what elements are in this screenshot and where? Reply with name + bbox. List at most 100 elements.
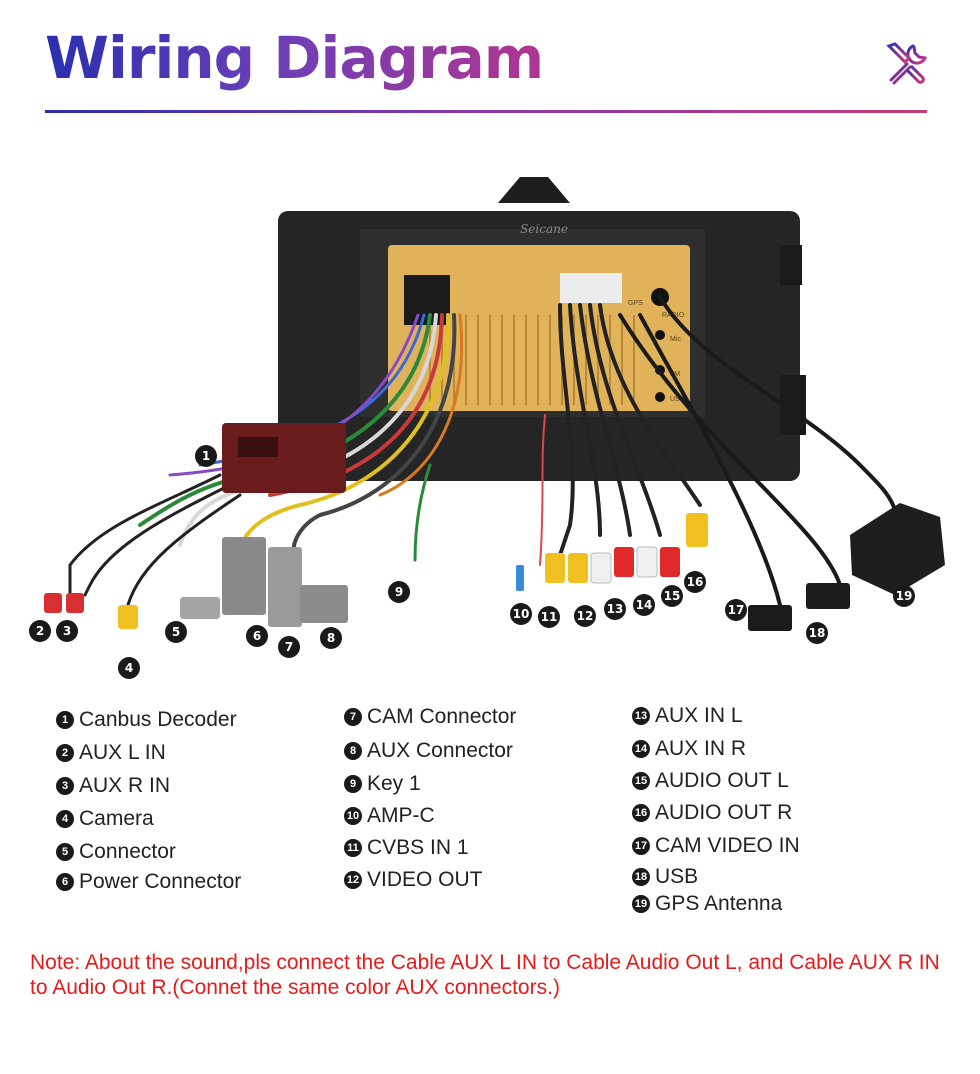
head-unit: Seicane GPS RADIO Mic FM USB: [278, 177, 806, 481]
brand-label: Seicane: [520, 222, 568, 236]
svg-text:13: 13: [607, 602, 624, 616]
legend-label: AUX IN R: [655, 736, 747, 760]
callout-4: 4: [118, 657, 140, 679]
svg-text:18: 18: [809, 626, 826, 640]
svg-text:4: 4: [125, 661, 133, 675]
legend-number: 18: [632, 868, 650, 886]
svg-text:5: 5: [172, 625, 180, 639]
callout-12: 12: [574, 605, 596, 627]
port-label-usb: USB: [670, 396, 685, 403]
legend-label: AMP-C: [367, 804, 435, 827]
svg-text:2: 2: [36, 624, 44, 638]
legend-item: 12 VIDEO OUT: [344, 864, 516, 896]
legend-number: 9: [344, 775, 362, 793]
svg-text:15: 15: [664, 589, 681, 603]
svg-text:11: 11: [541, 610, 558, 624]
legend-item: 5 Connector: [56, 835, 241, 868]
legend-item: 16 AUDIO OUT R: [632, 797, 800, 829]
svg-text:10: 10: [513, 607, 530, 621]
callout-17: 17: [725, 599, 747, 621]
legend-label: CAM VIDEO IN: [655, 833, 800, 857]
svg-text:3: 3: [63, 624, 71, 638]
legend-item: 7 CAM Connector: [344, 700, 516, 734]
svg-text:12: 12: [577, 609, 594, 623]
callout-15: 15: [661, 585, 683, 607]
callout-16: 16: [684, 571, 706, 593]
legend-number: 8: [344, 742, 362, 760]
legend-label: AUX R IN: [79, 773, 171, 797]
callout-10: 10: [510, 603, 532, 625]
callout-18: 18: [806, 622, 828, 644]
legend-item: 13 AUX IN L: [632, 699, 800, 732]
legend-number: 6: [56, 873, 74, 891]
legend-label: VIDEO OUT: [367, 868, 483, 891]
svg-text:16: 16: [687, 575, 704, 589]
callout-2: 2: [29, 620, 51, 642]
legend-label: USB: [655, 865, 699, 888]
legend-label: AUX L IN: [79, 740, 166, 764]
legend-item: 10 AMP-C: [344, 800, 516, 832]
svg-text:6: 6: [253, 629, 261, 643]
legend-item: 17 CAM VIDEO IN: [632, 829, 800, 862]
callout-11: 11: [538, 606, 560, 628]
rca-connectors: [516, 513, 708, 591]
callout-3: 3: [56, 620, 78, 642]
legend-item: 1 Canbus Decoder: [56, 703, 241, 736]
svg-text:8: 8: [327, 631, 335, 645]
legend-number: 4: [56, 809, 74, 828]
legend-number: 17: [632, 836, 650, 855]
legend-item: 9 Key 1: [344, 768, 516, 800]
callout-1: 1: [195, 445, 217, 467]
wiring-diagram: Seicane GPS RADIO Mic FM USB: [29, 177, 945, 679]
svg-text:17: 17: [728, 603, 745, 617]
legend-label: Power Connector: [79, 870, 242, 893]
callout-13: 13: [604, 598, 626, 620]
port-label-fm: FM: [670, 371, 680, 378]
legend-label: Connector: [79, 839, 176, 863]
legend-column-1: 1 Canbus Decoder 2 AUX L IN 3 AUX R IN 4 Cam…: [56, 703, 241, 896]
legend-item: 3 AUX R IN: [56, 769, 241, 802]
legend-label: Key 1: [367, 772, 421, 795]
legend-number: 11: [344, 839, 362, 857]
left-connectors: [44, 537, 348, 629]
legend-number: 1: [56, 710, 74, 729]
callout-6: 6: [246, 625, 268, 647]
legend-number: 19: [632, 895, 650, 913]
legend-column-2: 7 CAM Connector 8 AUX Connector 9 Key 1 10 A…: [344, 700, 516, 896]
callout-8: 8: [320, 627, 342, 649]
legend-number: 10: [344, 807, 362, 825]
wrench-screwdriver-icon: [886, 42, 928, 85]
legend-label: Canbus Decoder: [79, 707, 237, 731]
legend-item: 4 Camera: [56, 802, 241, 835]
legend-number: 14: [632, 739, 650, 758]
legend-item: 19 GPS Antenna: [632, 892, 800, 916]
page-title: Wiring Diagram: [45, 18, 544, 98]
legend-number: 3: [56, 776, 74, 795]
legend-label: GPS Antenna: [655, 892, 783, 915]
legend-number: 16: [632, 804, 650, 822]
legend-label: CVBS IN 1: [367, 836, 469, 859]
legend-item: 8 AUX Connector: [344, 734, 516, 768]
legend-number: 12: [344, 871, 362, 889]
legend-number: 7: [344, 708, 362, 726]
legend-item: 18 USB: [632, 862, 800, 892]
svg-text:1: 1: [202, 449, 210, 463]
legend-number: 2: [56, 743, 74, 762]
callout-19: 19: [893, 585, 915, 607]
legend-label: AUDIO OUT R: [655, 801, 793, 824]
legend-number: 5: [56, 842, 74, 861]
legend-number: 15: [632, 772, 650, 790]
note-text: Note: About the sound,pls connect the Ca…: [30, 951, 940, 999]
legend-item: 6 Power Connector: [56, 868, 241, 896]
legend-label: Camera: [79, 806, 154, 830]
legend-label: AUX Connector: [367, 739, 513, 762]
callout-7: 7: [278, 636, 300, 658]
legend-label: AUX IN L: [655, 703, 743, 727]
callout-5: 5: [165, 621, 187, 643]
legend-item: 2 AUX L IN: [56, 736, 241, 769]
callout-9: 9: [388, 581, 410, 603]
legend-number: 13: [632, 706, 650, 725]
legend-label: CAM Connector: [367, 705, 517, 728]
